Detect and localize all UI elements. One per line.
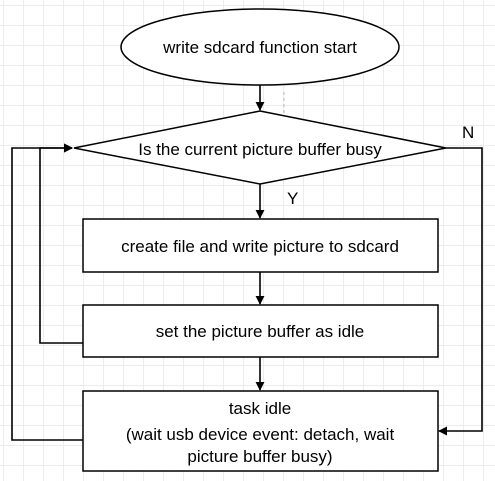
decision-node[interactable]: Is the current picture buffer busy [73, 110, 447, 185]
write-file-step[interactable]: create file and write picture to sdcard [82, 218, 439, 273]
decision-label: Is the current picture buffer busy [138, 140, 382, 159]
yes-branch-label: Y [287, 189, 298, 208]
task-idle-detail-line-1: (wait usb device event: detach, wait [126, 425, 395, 444]
set-idle-label: set the picture buffer as idle [156, 322, 365, 341]
edge-decision-no-to-task-idle[interactable] [438, 147, 483, 436]
start-label: write sdcard function start [162, 38, 357, 57]
task-idle-detail-line-2: picture buffer busy) [187, 447, 332, 466]
write-file-label: create file and write picture to sdcard [121, 237, 399, 256]
task-idle-title: task idle [229, 399, 291, 418]
edge-set-idle-loop-back[interactable] [39, 143, 83, 344]
no-branch-label: N [462, 123, 474, 142]
edge-task-idle-loop-back[interactable] [11, 143, 83, 441]
task-idle-step[interactable]: task idle (wait usb device event: detach… [82, 390, 439, 472]
set-idle-box [82, 304, 439, 358]
task-idle-box [82, 390, 439, 472]
start-node[interactable]: write sdcard function start [120, 8, 400, 86]
set-idle-step[interactable]: set the picture buffer as idle [82, 304, 439, 358]
